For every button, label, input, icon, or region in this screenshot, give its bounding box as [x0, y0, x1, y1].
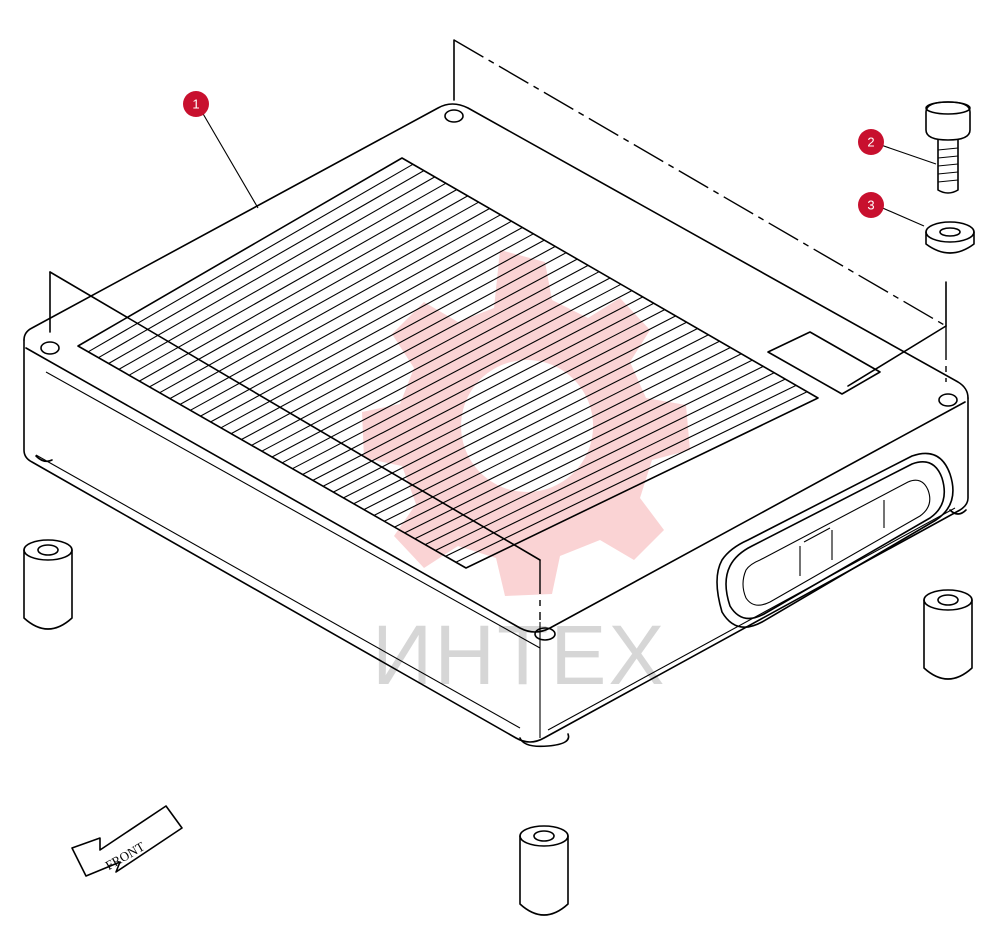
- callout-1-badge: [183, 91, 209, 117]
- spacer-front: [519, 825, 569, 916]
- bolt: [925, 101, 971, 194]
- fin-line: [261, 271, 600, 452]
- callout-2-label: 2: [867, 135, 874, 150]
- fin-line: [149, 201, 479, 388]
- fin-line: [220, 245, 556, 429]
- fin-line: [353, 328, 698, 505]
- fin-line: [251, 264, 589, 446]
- fin-line: [363, 334, 709, 511]
- fin-line: [169, 214, 501, 400]
- fin-line: [445, 384, 797, 557]
- hole-rear: [444, 109, 464, 123]
- fin-line: [128, 189, 457, 376]
- fin-line: [241, 258, 578, 440]
- fin-line: [200, 233, 534, 417]
- hole-right: [938, 393, 958, 407]
- callout-2-badge: [858, 129, 884, 155]
- fin-line: [384, 347, 731, 522]
- heatsink-fins: [77, 157, 881, 569]
- fin-line: [179, 220, 512, 405]
- fin-line: [455, 391, 808, 563]
- watermark-text: ИНТЕХ: [372, 608, 666, 702]
- connector: [716, 452, 954, 628]
- fin-line: [312, 302, 655, 481]
- fin-line: [414, 365, 764, 540]
- washer: [925, 221, 975, 254]
- fin-line: [322, 309, 665, 487]
- fin-line: [343, 321, 687, 499]
- fin-line: [302, 296, 644, 475]
- fin-line: [98, 170, 425, 359]
- fin-line: [281, 283, 622, 464]
- fin-line: [230, 252, 567, 435]
- front-arrow: FRONT: [71, 805, 183, 877]
- hole-front: [534, 627, 556, 641]
- fin-line: [394, 353, 742, 528]
- callout-1: 1: [183, 91, 209, 117]
- callout-3-label: 3: [867, 198, 874, 213]
- fin-line: [108, 176, 436, 364]
- callout-1-label: 1: [192, 97, 199, 112]
- watermark: ИНТЕХ: [362, 250, 690, 702]
- hole-left: [40, 341, 60, 355]
- label-plate: [767, 331, 881, 395]
- fin-line: [271, 277, 611, 458]
- spacer-right: [923, 589, 973, 680]
- fin-line: [139, 195, 468, 382]
- assembly-lines: [49, 39, 947, 620]
- spacer-sleeves: [23, 539, 973, 916]
- fin-line: [424, 372, 775, 546]
- fin-line: [159, 208, 490, 394]
- spacer-left: [23, 539, 73, 630]
- fin-line: [333, 315, 676, 493]
- watermark-gear-icon: [362, 250, 690, 596]
- fin-line: [435, 378, 786, 551]
- fin-line: [190, 227, 523, 411]
- fin-line: [404, 359, 753, 534]
- fin-line: [118, 182, 447, 370]
- fin-line: [87, 163, 414, 353]
- fin-line: [292, 290, 633, 470]
- callout-3: 3: [858, 192, 884, 218]
- callout-leaders: [201, 111, 937, 227]
- callout-3-badge: [858, 192, 884, 218]
- fin-line: [210, 239, 545, 423]
- callout-2: 2: [858, 129, 884, 155]
- mounting-holes: [40, 109, 958, 641]
- fin-line: [373, 340, 720, 516]
